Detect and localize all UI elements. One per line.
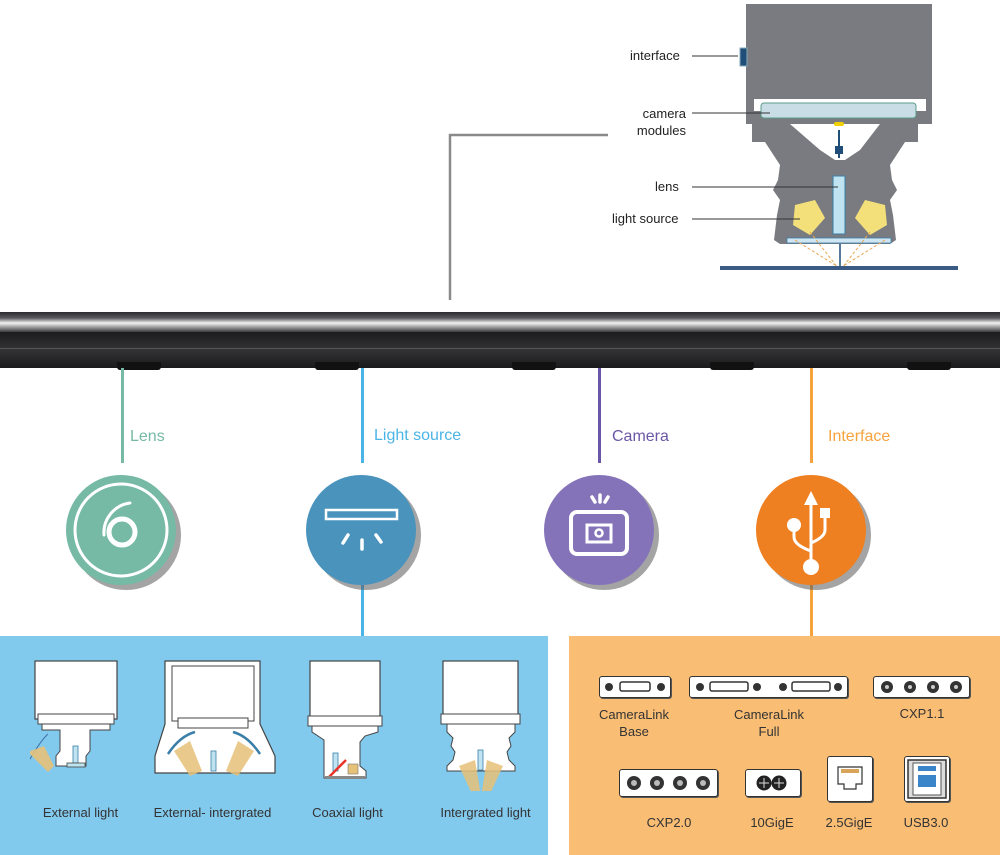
light-connector-lower	[361, 585, 364, 637]
camera-icon	[569, 493, 629, 556]
interface-connector	[810, 368, 813, 463]
light-type-caption: Coaxial light	[312, 805, 383, 820]
usb-icon	[787, 491, 830, 575]
light-types-panel: External light External- intergrated Coa…	[0, 636, 548, 855]
category-label-interface: Interface	[828, 428, 891, 445]
usb30-port	[904, 756, 950, 802]
light-source-left	[793, 200, 825, 235]
camera-cross-section	[448, 4, 958, 300]
category-label-light-source: Light source	[374, 427, 462, 444]
10gige-port	[745, 769, 801, 797]
camera-category-button[interactable]	[544, 475, 654, 585]
line-scan-camera-bar	[0, 312, 1000, 370]
category-label-camera: Camera	[612, 428, 669, 445]
category-label-lens: Lens	[130, 428, 165, 445]
light-source-right	[855, 200, 887, 235]
camera-module-board	[760, 102, 917, 119]
interface-port	[739, 47, 748, 67]
cameralink-full-port	[689, 676, 848, 698]
light-source-category-button[interactable]	[306, 475, 416, 585]
label-interface: interface	[630, 48, 680, 63]
external-integrated-diagram	[154, 660, 276, 776]
light-type-caption: External light	[42, 805, 119, 820]
lens-element	[832, 175, 846, 235]
lens-category-button[interactable]	[66, 475, 176, 585]
interface-caption: CXP2.0	[646, 815, 692, 830]
lens-connector	[121, 368, 124, 463]
interface-caption: CXP1.1	[899, 706, 945, 721]
connector-line	[448, 133, 608, 300]
coaxial-light-diagram	[307, 660, 383, 779]
label-lens: lens	[655, 179, 679, 194]
light-source-icon	[324, 508, 399, 551]
cxp11-port	[873, 676, 970, 698]
interface-connector-lower	[810, 585, 813, 637]
interfaces-panel: CameraLink Base CameraLink Full CXP1.1 C…	[569, 636, 1000, 855]
label-light-source: light source	[612, 211, 679, 226]
interface-caption: 10GigE	[750, 815, 794, 830]
cxp20-port	[619, 769, 718, 797]
label-camera-modules: camera modules	[636, 106, 686, 138]
interface-caption: CameraLink Full	[733, 707, 805, 739]
light-connector	[361, 368, 364, 463]
target-surface	[720, 266, 958, 270]
interface-caption: USB3.0	[903, 815, 949, 830]
camera-connector	[598, 368, 601, 463]
interface-caption: CameraLink Base	[598, 707, 670, 739]
interface-category-button[interactable]	[756, 475, 866, 585]
integrated-light-diagram	[440, 660, 521, 791]
light-type-caption: Intergrated light	[440, 805, 531, 820]
light-type-caption: External- intergrated	[153, 805, 272, 820]
2-5gige-port	[827, 756, 873, 802]
external-light-diagram	[30, 660, 118, 772]
lens-icon	[73, 482, 169, 578]
cameralink-base-port	[599, 676, 671, 698]
interface-caption: 2.5GigE	[825, 815, 873, 830]
